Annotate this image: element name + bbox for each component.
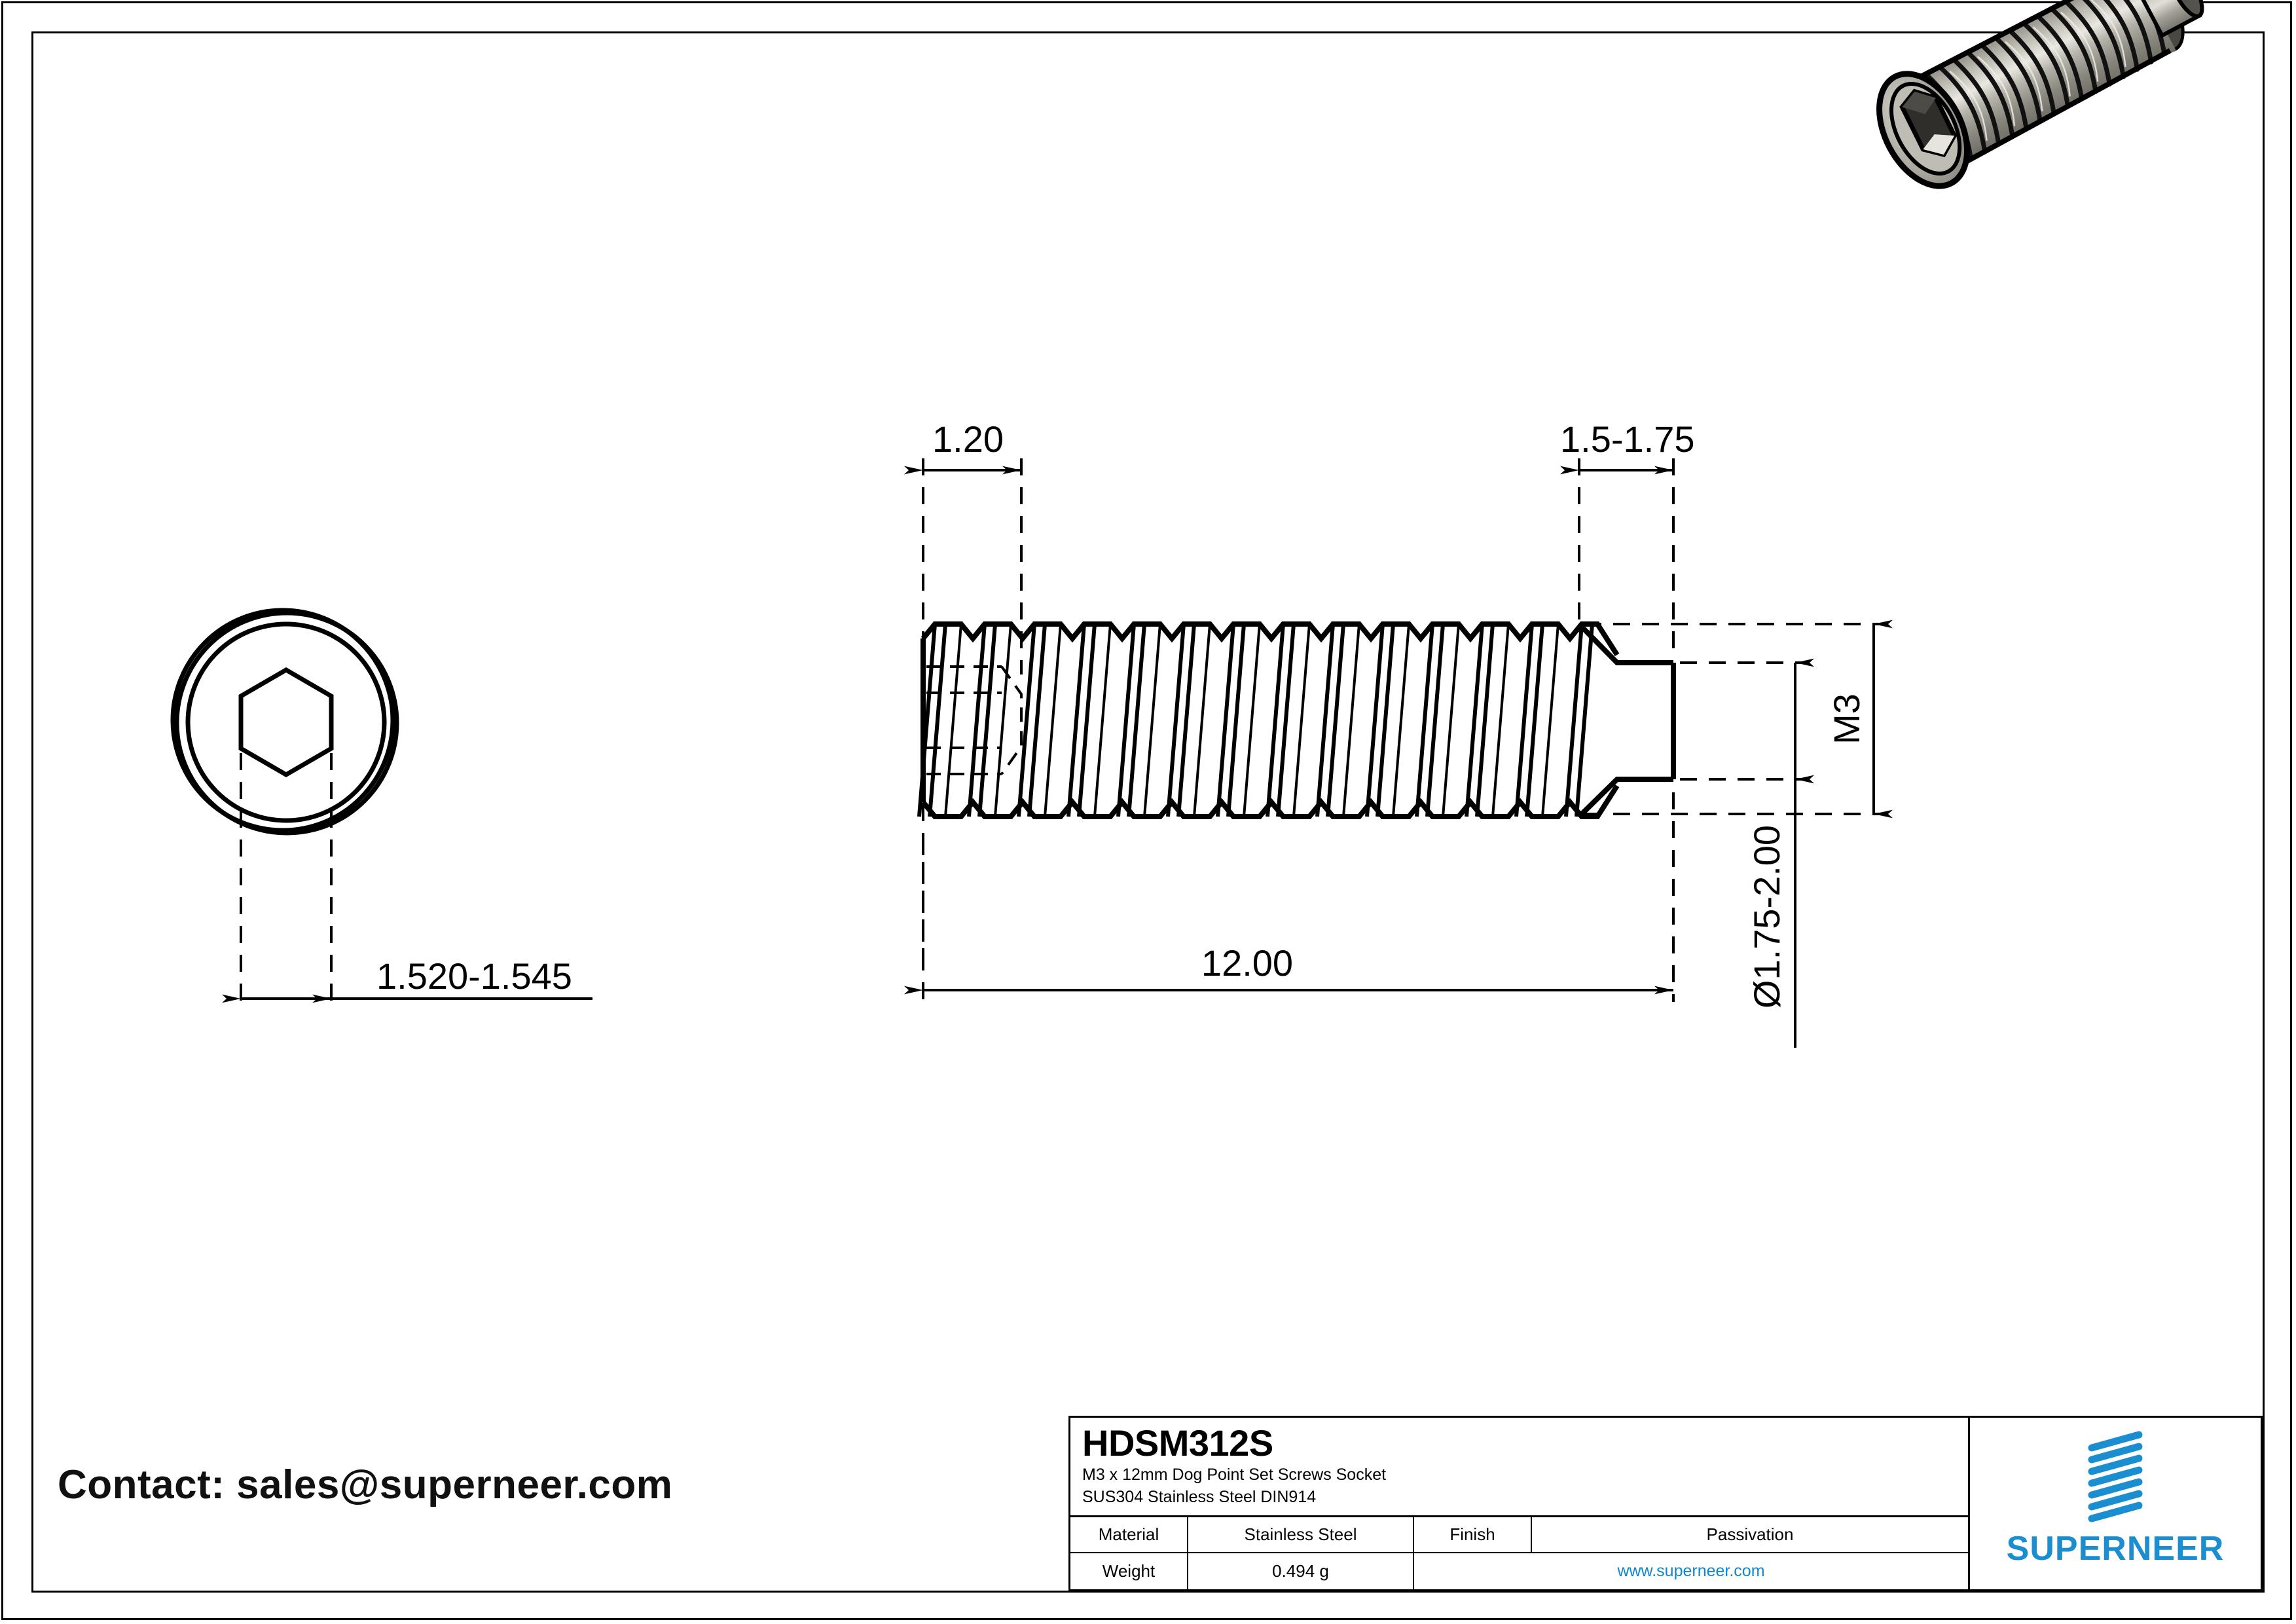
- website-link[interactable]: www.superneer.com: [1617, 1562, 1765, 1580]
- weight-website-row: Weight 0.494 g www.superneer.com: [1070, 1553, 1968, 1589]
- title-block: HDSM312S M3 x 12mm Dog Point Set Screws …: [1068, 1416, 2263, 1591]
- title-block-description: HDSM312S M3 x 12mm Dog Point Set Screws …: [1070, 1418, 1968, 1517]
- superneer-logo-icon: [2076, 1428, 2155, 1526]
- part-description-line2: SUS304 Stainless Steel DIN914: [1082, 1488, 1317, 1507]
- material-label: Material: [1070, 1517, 1188, 1552]
- weight-label: Weight: [1070, 1553, 1188, 1589]
- finish-label: Finish: [1414, 1517, 1532, 1552]
- title-block-left: HDSM312S M3 x 12mm Dog Point Set Screws …: [1070, 1418, 1970, 1589]
- brand-panel: SUPERNEER: [1970, 1418, 2261, 1589]
- part-description-line1: M3 x 12mm Dog Point Set Screws Socket: [1082, 1465, 1387, 1484]
- finish-value: Passivation: [1706, 1524, 1794, 1544]
- brand-wordmark: SUPERNEER: [2006, 1530, 2225, 1568]
- contact-text: Contact: sales@superneer.com: [58, 1462, 673, 1507]
- material-value: Stainless Steel: [1188, 1517, 1414, 1552]
- material-finish-row: Material Stainless Steel Finish Passivat…: [1070, 1517, 1968, 1553]
- part-number: HDSM312S: [1082, 1422, 1273, 1464]
- weight-value: 0.494 g: [1188, 1553, 1414, 1589]
- title-block-spec-rows: Material Stainless Steel Finish Passivat…: [1070, 1517, 1968, 1589]
- sheet-inner-border: [31, 31, 2265, 1593]
